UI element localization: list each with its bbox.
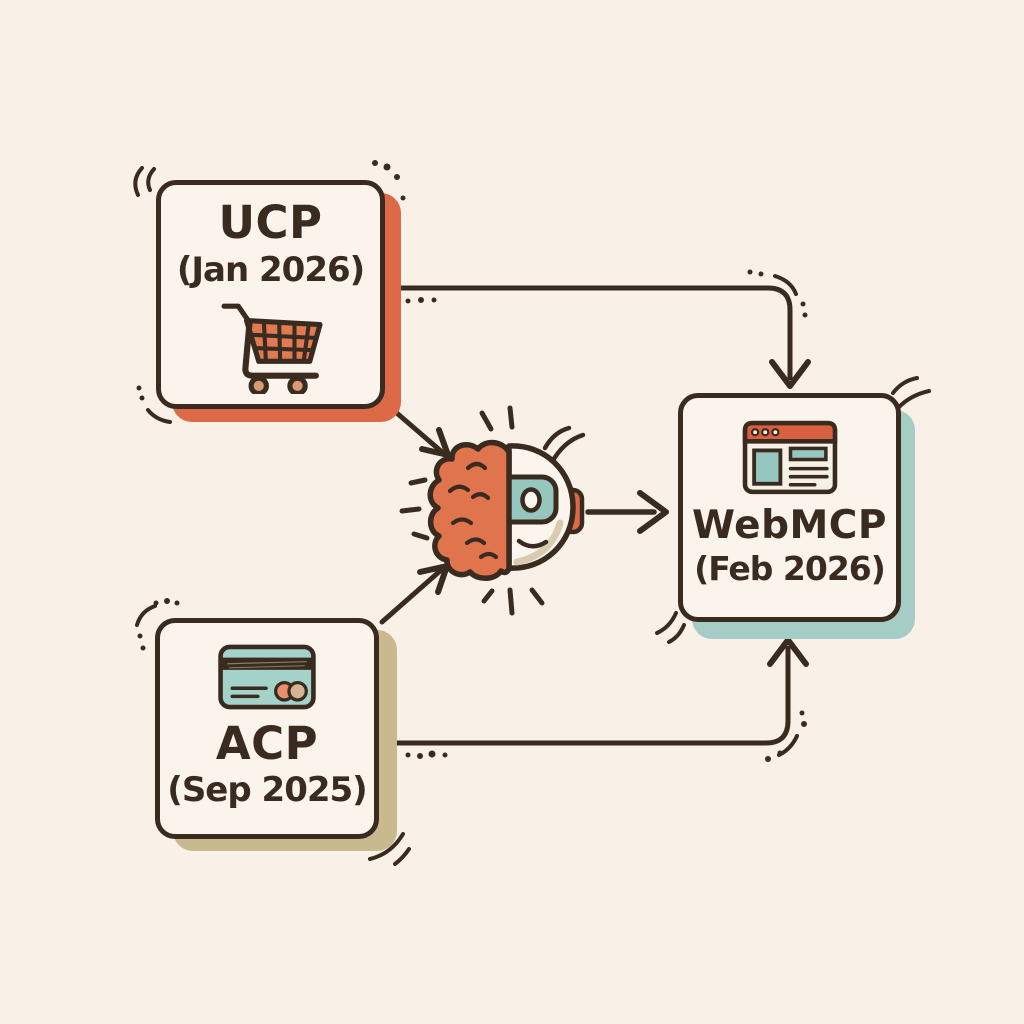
brain-robot-icon: [399, 405, 586, 616]
spark-rays-icon: [399, 405, 586, 616]
node-acp-title: ACP: [215, 717, 319, 770]
edge-acp-webmcp: [382, 637, 809, 746]
browser-window-icon: [742, 420, 837, 495]
arrowhead-down-icon: [769, 359, 811, 389]
node-webmcp-title: WebMCP: [691, 503, 887, 548]
shopping-cart-icon: [220, 303, 323, 394]
edge-ucp-agent: [381, 399, 451, 458]
arrowhead-right-icon: [637, 490, 669, 534]
node-ucp-date: (Jan 2026): [176, 250, 365, 290]
face-shading: [513, 519, 564, 566]
robot-smile: [516, 538, 549, 549]
ink-dots: [136, 160, 808, 762]
robot-eye: [520, 487, 542, 513]
edge-ucp-webmcp: [390, 285, 811, 389]
brain-curls: [447, 461, 499, 560]
node-ucp: UCP (Jan 2026): [156, 180, 385, 409]
doodle-decorations: [133, 160, 931, 866]
node-webmcp-date: (Feb 2026): [694, 549, 886, 588]
edge-acp-agent: [379, 563, 450, 625]
edge-agent-webmcp: [585, 490, 669, 534]
brain-half: [427, 439, 512, 581]
node-ucp-title: UCP: [218, 196, 323, 249]
credit-card-icon: [218, 644, 316, 710]
node-acp: ACP (Sep 2025): [155, 618, 379, 839]
node-webmcp: WebMCP (Feb 2026): [678, 393, 901, 622]
arrowhead-up-icon: [767, 637, 809, 667]
node-acp-date: (Sep 2025): [167, 770, 367, 810]
arrowhead-downright-icon: [419, 427, 451, 458]
